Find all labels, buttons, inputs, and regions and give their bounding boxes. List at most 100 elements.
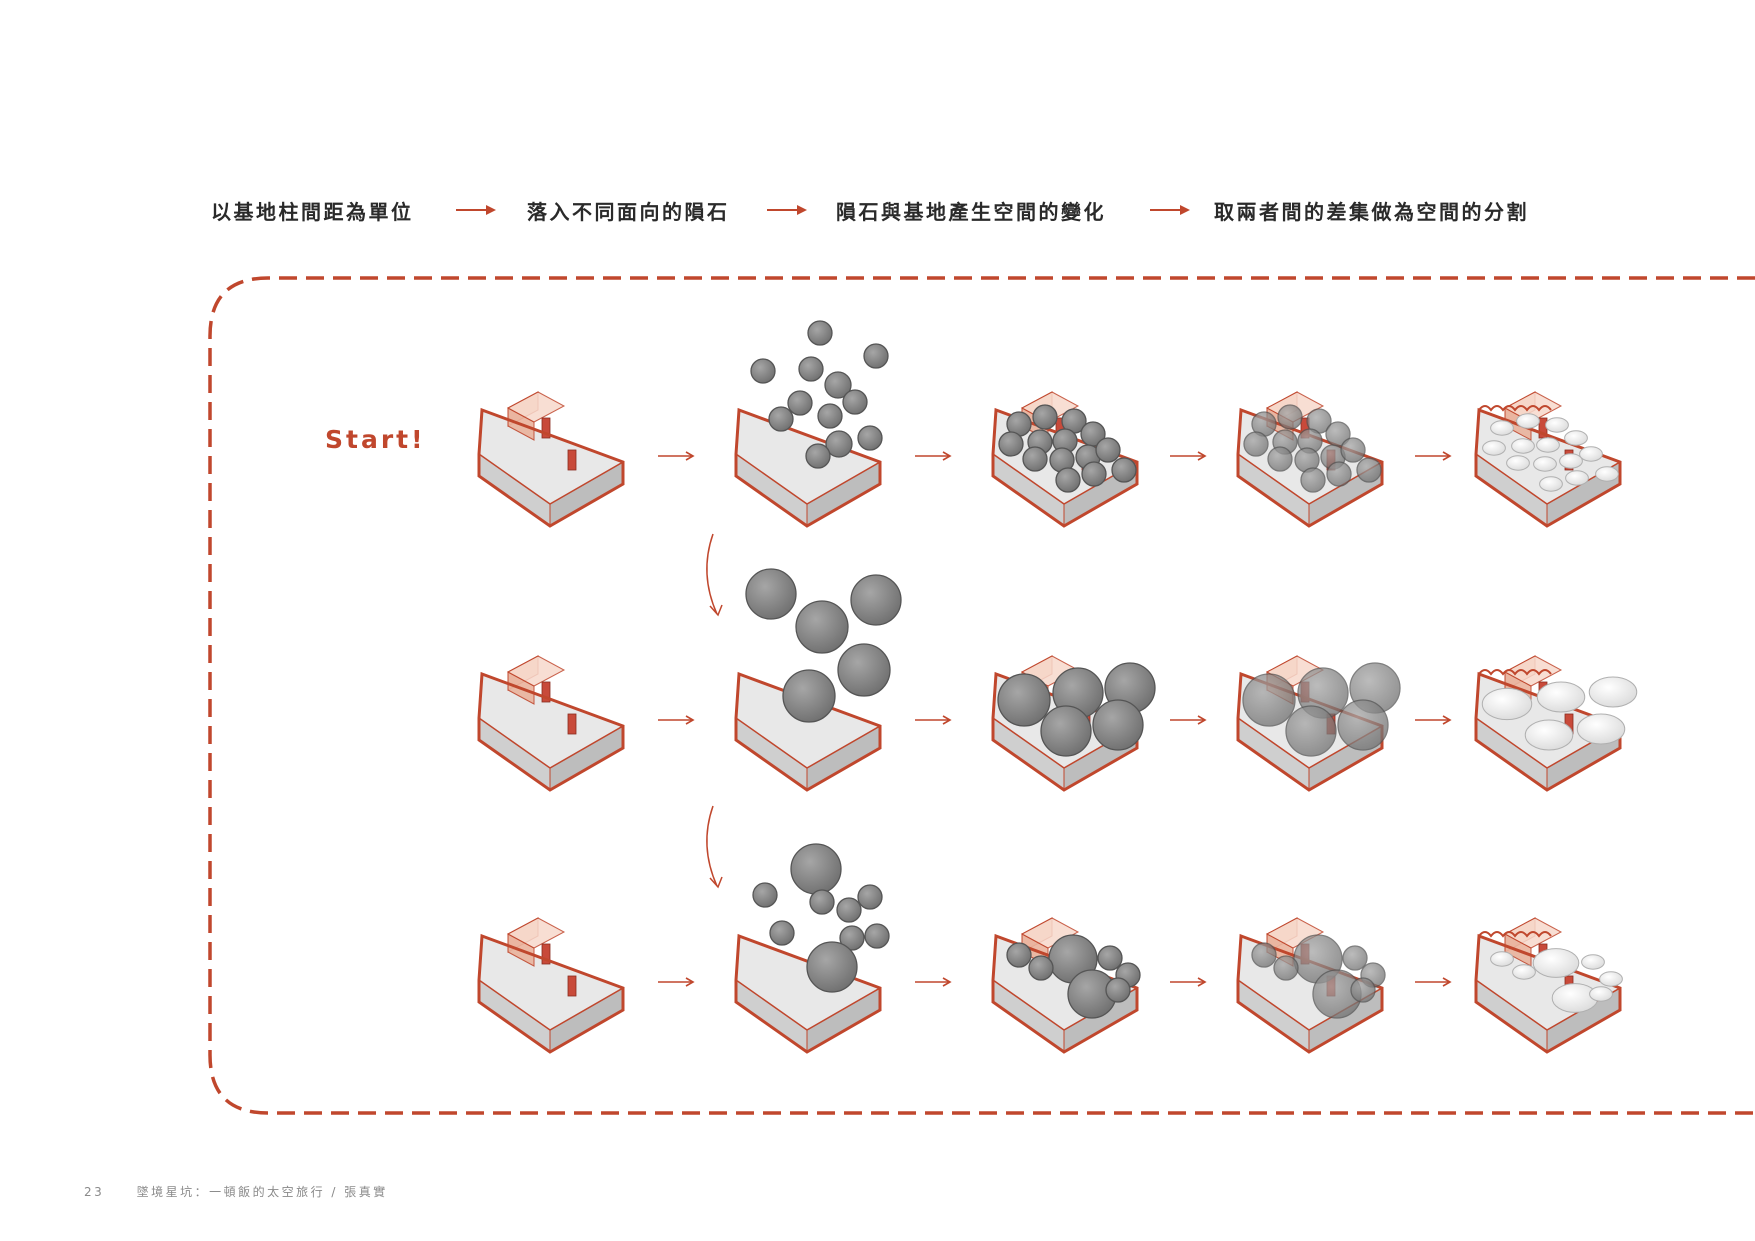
meteor-sphere bbox=[807, 320, 833, 346]
carved-void bbox=[1536, 681, 1586, 713]
carved-void bbox=[1512, 964, 1536, 980]
meteor-sphere bbox=[1356, 457, 1382, 483]
stage-spheres-subtracted bbox=[1236, 391, 1384, 528]
meteor-sphere bbox=[1285, 705, 1337, 757]
step-label-2: 落入不同面向的隕石 bbox=[527, 200, 730, 224]
meteor-sphere bbox=[1097, 945, 1123, 971]
meteor-sphere bbox=[1340, 437, 1366, 463]
meteor-sphere bbox=[1032, 404, 1058, 430]
stage-spheres-falling bbox=[734, 568, 902, 792]
meteor-sphere bbox=[1337, 699, 1389, 751]
meteor-sphere bbox=[1006, 942, 1032, 968]
meteor-sphere bbox=[837, 643, 891, 697]
footer-text: 墜境星坑：一頓飯的太空旅行 / 張真實 bbox=[136, 1185, 388, 1199]
meteor-sphere bbox=[787, 390, 813, 416]
meteor-sphere bbox=[769, 920, 795, 946]
meteor-sphere bbox=[857, 425, 883, 451]
meteor-sphere bbox=[805, 443, 831, 469]
meteor-sphere bbox=[1081, 461, 1107, 487]
column bbox=[541, 943, 551, 965]
meteor-sphere bbox=[1022, 446, 1048, 472]
page-footer: 23 墜境星坑：一頓飯的太空旅行 / 張真實 bbox=[84, 1183, 414, 1200]
flow-arrow-icon bbox=[658, 715, 695, 725]
diagram-row-mixed bbox=[477, 843, 1623, 1054]
start-label: Start! bbox=[325, 425, 426, 454]
meteor-sphere bbox=[745, 568, 797, 620]
step-arrow-icon bbox=[1150, 205, 1190, 215]
branch-arrow-icon bbox=[706, 533, 723, 617]
carved-void bbox=[1532, 948, 1580, 978]
meteor-sphere bbox=[1300, 467, 1326, 493]
meteor-sphere bbox=[850, 574, 902, 626]
flow-arrow-icon bbox=[1415, 977, 1452, 987]
meteor-sphere bbox=[1055, 467, 1081, 493]
meteor-sphere bbox=[1326, 461, 1352, 487]
stage-site bbox=[477, 917, 625, 1054]
carved-void bbox=[1511, 438, 1535, 454]
stage-spheres-falling bbox=[734, 320, 889, 528]
meteor-sphere bbox=[817, 403, 843, 429]
carved-edge bbox=[1478, 669, 1552, 676]
carved-edge bbox=[1478, 931, 1552, 938]
meteor-sphere bbox=[1105, 977, 1131, 1003]
diagram-row-small bbox=[477, 320, 1622, 528]
meteor-sphere bbox=[864, 923, 890, 949]
flow-arrow-icon bbox=[658, 977, 695, 987]
meteor-sphere bbox=[1040, 705, 1092, 757]
flow-arrow-icon bbox=[1170, 451, 1207, 461]
stage-spheres-in-site bbox=[991, 917, 1141, 1054]
step-arrow-icon bbox=[456, 205, 496, 215]
stage-spheres-in-site bbox=[991, 655, 1156, 792]
step-label-4: 取兩者間的差集做為空間的分割 bbox=[1214, 200, 1529, 224]
carved-void bbox=[1516, 413, 1540, 429]
column bbox=[541, 417, 551, 439]
stage-result bbox=[1474, 391, 1622, 528]
stage-spheres-falling bbox=[734, 843, 890, 1054]
flow-arrow-icon bbox=[1415, 715, 1452, 725]
column bbox=[567, 975, 577, 997]
stage-spheres-subtracted bbox=[1236, 655, 1401, 792]
meteor-sphere bbox=[790, 843, 842, 895]
carved-void bbox=[1482, 440, 1506, 456]
carved-void bbox=[1524, 719, 1574, 751]
carved-void bbox=[1533, 456, 1557, 472]
meteor-sphere bbox=[782, 669, 836, 723]
meteor-sphere bbox=[1267, 446, 1293, 472]
carved-void bbox=[1490, 951, 1514, 967]
meteor-sphere bbox=[863, 343, 889, 369]
meteor-sphere bbox=[1028, 955, 1054, 981]
meteor-sphere bbox=[752, 882, 778, 908]
meteor-sphere bbox=[1243, 431, 1269, 457]
carved-void bbox=[1565, 470, 1589, 486]
meteor-sphere bbox=[857, 884, 883, 910]
carved-void bbox=[1545, 417, 1569, 433]
meteor-sphere bbox=[825, 430, 853, 458]
flow-arrow-icon bbox=[658, 451, 695, 461]
stage-site bbox=[477, 391, 625, 528]
meteor-sphere bbox=[1111, 457, 1137, 483]
carved-void bbox=[1588, 676, 1638, 708]
column bbox=[541, 681, 551, 703]
carved-void bbox=[1559, 453, 1583, 469]
carved-void bbox=[1579, 446, 1603, 462]
step-label-1: 以基地柱間距為單位 bbox=[211, 200, 414, 224]
carved-void bbox=[1595, 466, 1619, 482]
meteor-sphere bbox=[824, 371, 852, 399]
meteor-sphere bbox=[1095, 437, 1121, 463]
meteor-sphere bbox=[1242, 673, 1296, 727]
meteor-sphere bbox=[768, 406, 794, 432]
flow-arrow-icon bbox=[1415, 451, 1452, 461]
step-label-3: 隕石與基地產生空間的變化 bbox=[836, 200, 1106, 224]
meteor-sphere bbox=[1342, 945, 1368, 971]
flow-arrow-icon bbox=[1170, 715, 1207, 725]
carved-void bbox=[1539, 476, 1563, 492]
stage-spheres-subtracted bbox=[1236, 917, 1386, 1054]
column bbox=[567, 713, 577, 735]
stage-site bbox=[477, 655, 625, 792]
carved-void bbox=[1581, 954, 1605, 970]
column bbox=[567, 449, 577, 471]
meteor-sphere bbox=[806, 941, 858, 993]
meteor-sphere bbox=[836, 897, 862, 923]
meteor-sphere bbox=[809, 889, 835, 915]
